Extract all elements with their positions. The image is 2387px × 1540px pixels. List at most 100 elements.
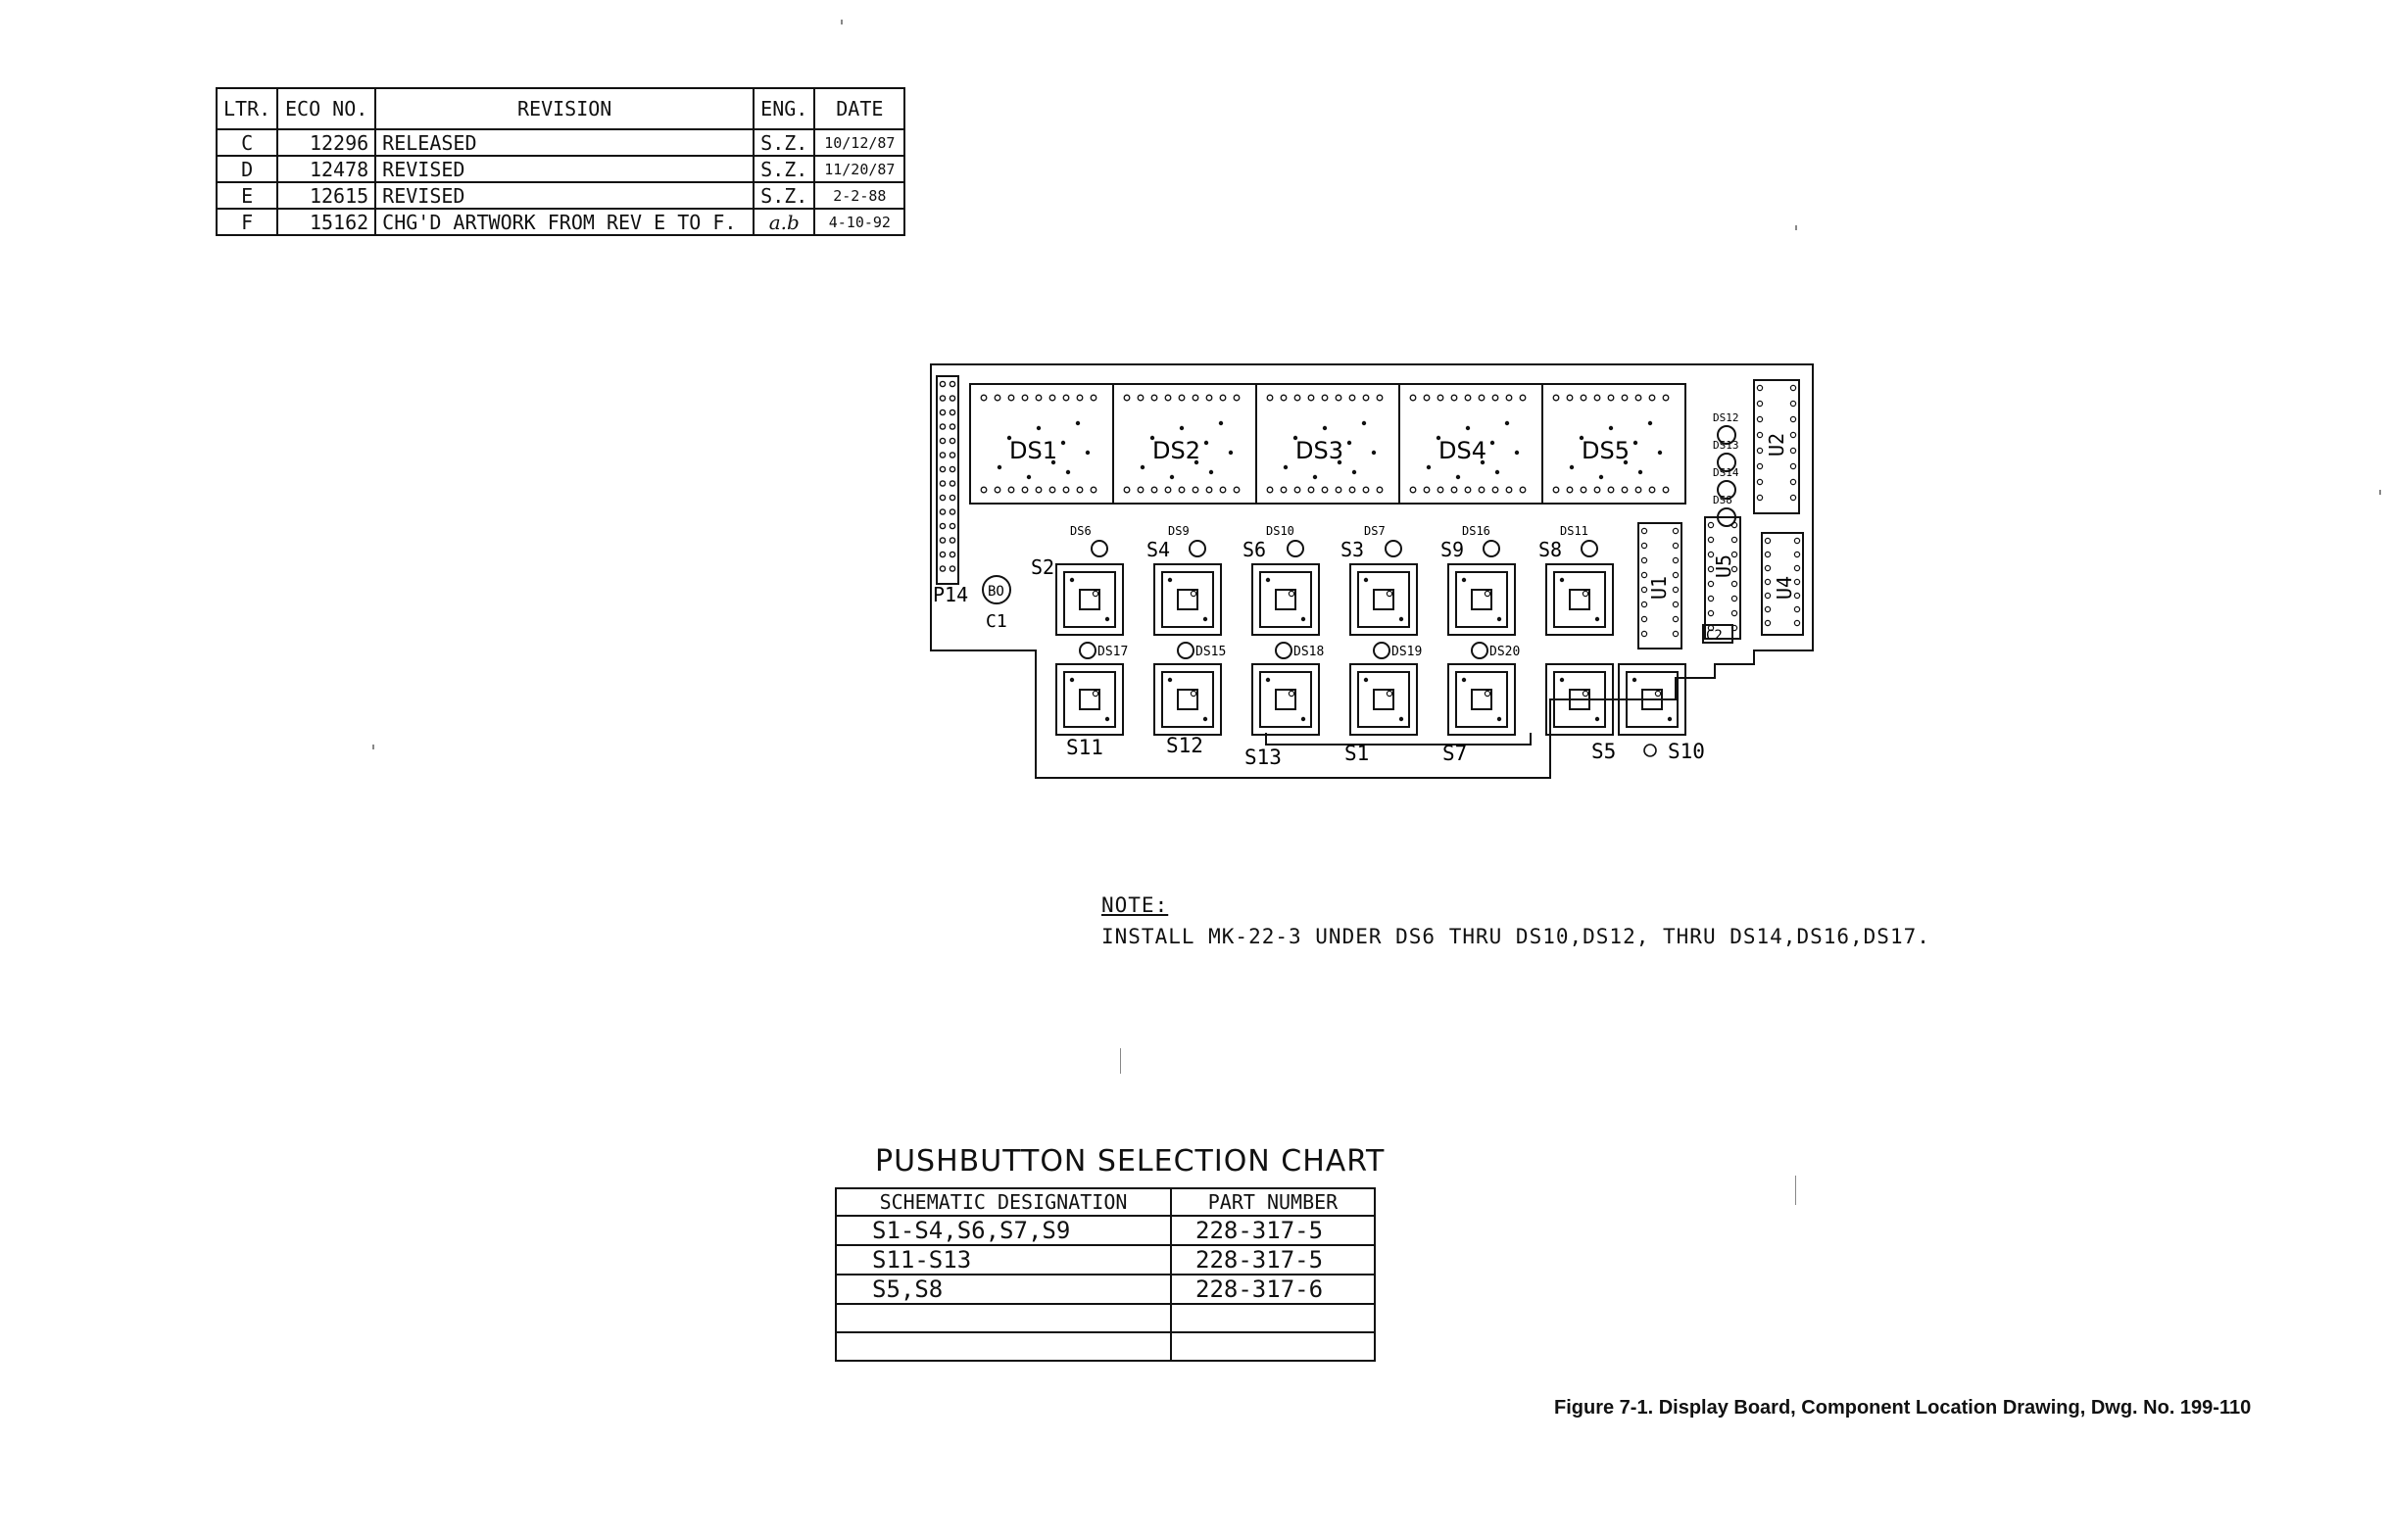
indicator-led [1471,642,1488,659]
pushbutton-cap [1569,589,1590,610]
via-dot [1623,459,1629,465]
switch-label: S11 [1066,736,1103,759]
pushbutton-mark [1092,690,1099,698]
via-dot [1075,420,1081,426]
board-outline [930,363,1814,779]
switch-label: S5 [1591,740,1616,763]
pushbutton-footprint [1251,563,1320,636]
header-eco-no: ECO NO. [276,87,377,130]
connector-pin [949,409,956,416]
connector-pin [939,522,947,530]
display-pin [994,486,1001,494]
display-pin [1293,394,1301,402]
indicator-led [1717,425,1736,445]
pushbutton-pin [1594,616,1600,622]
indicator-led [1177,642,1194,659]
capacitor-c1-mark: BO [988,584,1004,600]
cell-ltr: F [215,208,279,236]
header-schematic-designation: SCHEMATIC DESIGNATION [835,1187,1172,1217]
ic-pin [1640,601,1648,608]
ic-pin [1756,431,1764,439]
display-pin [1662,486,1670,494]
connector-pin [939,437,947,445]
ic-label: U5 [1712,554,1735,578]
display-pin [1219,486,1227,494]
cell-eng: S.Z. [753,155,816,183]
via-dot [1351,469,1357,475]
via-dot [1292,435,1298,441]
display-pin [1035,394,1043,402]
via-dot [1637,469,1643,475]
cell-date: 10/12/87 [813,128,906,157]
ic-pin [1756,447,1764,455]
via-dot [1426,464,1432,470]
display-pin [1362,486,1370,494]
pushbutton-pin [1461,677,1467,683]
display-pin [1048,486,1056,494]
pushbutton-cap [1641,689,1663,710]
switch-label: S9 [1440,538,1464,561]
display-pin [1478,394,1486,402]
cell-eco: 12296 [276,128,377,157]
display-pin [1423,394,1431,402]
display-pin [1137,394,1145,402]
cell-date: 2-2-88 [813,181,906,210]
ic-pin [1730,580,1738,588]
via-dot [1632,440,1638,446]
display-pin [1090,394,1097,402]
via-dot [1465,425,1471,431]
display-pin [1621,394,1629,402]
ic-pin [1672,615,1680,623]
header-eng: ENG. [753,87,816,130]
display-pin [1450,486,1458,494]
pushbutton-pin [1300,716,1306,722]
display-pin [1335,394,1342,402]
ic-pin [1730,521,1738,529]
ic-label: U4 [1773,576,1796,600]
pushbutton-body [1553,671,1606,728]
ic-pin [1764,551,1772,558]
connector-pin [939,395,947,402]
display-pin [1580,394,1587,402]
display-pin [1076,486,1084,494]
pushbutton-pin [1398,616,1404,622]
ic-pin [1707,609,1715,617]
switch-label: S7 [1442,742,1467,765]
ic-pin [1672,630,1680,638]
pushbutton-mark [1288,690,1295,698]
led-label: DS13 [1713,439,1739,452]
ic-pin [1764,537,1772,545]
led-label: DS19 [1391,645,1422,659]
indicator-led [1079,642,1096,659]
table-row [835,1331,1376,1362]
display-pin [980,486,988,494]
display-pin [1150,394,1158,402]
via-dot [1436,435,1441,441]
led-label: DS17 [1097,645,1128,659]
display-label: DS4 [1438,437,1486,464]
pushbutton-pin [1667,716,1673,722]
display-pin [1464,486,1472,494]
via-dot [1504,420,1510,426]
ic-pin [1764,564,1772,572]
revision-row: E 12615 REVISED S.Z. 2-2-88 [215,181,906,210]
ic-pin [1789,478,1797,486]
pushbutton-cap [1373,589,1394,610]
via-dot [1322,425,1328,431]
switch-label: S2 [1031,555,1054,579]
switch-label: S8 [1538,538,1562,561]
switch-group-bracket [1265,733,1532,746]
display-pin [1519,486,1527,494]
header-part-number: PART NUMBER [1170,1187,1376,1217]
via-dot [1514,450,1520,456]
display-pin [1150,486,1158,494]
cell-eng: S.Z. [753,128,816,157]
display-pin [1123,486,1131,494]
ic-pin [1793,551,1801,558]
pushbutton-cap [1569,689,1590,710]
ic-pin [1730,565,1738,573]
display-pin [1280,486,1288,494]
display-pin [1491,394,1499,402]
table-row: S5,S8 228-317-6 [835,1274,1376,1305]
